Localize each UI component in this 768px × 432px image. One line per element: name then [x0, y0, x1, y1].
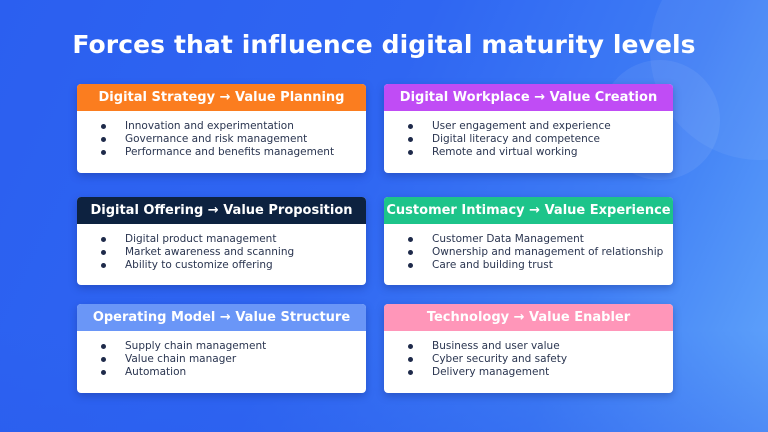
- card-body: Supply chain management Value chain mana…: [77, 331, 366, 379]
- bullet-icon: [408, 370, 413, 375]
- bullet-icon: [101, 150, 106, 155]
- list-item: Automation: [77, 366, 366, 379]
- list-item: Digital product management: [77, 233, 366, 246]
- bullet-icon: [101, 250, 106, 255]
- list-item: Customer Data Management: [384, 233, 673, 246]
- list-item: Governance and risk management: [77, 133, 366, 146]
- page-title: Forces that influence digital maturity l…: [72, 30, 696, 59]
- bullet-icon: [101, 370, 106, 375]
- list-item: Business and user value: [384, 340, 673, 353]
- card-header: Digital Strategy → Value Planning: [77, 84, 366, 111]
- bullet-icon: [101, 124, 106, 129]
- list-item: Performance and benefits management: [77, 146, 366, 159]
- bullet-list: Business and user value Cyber security a…: [384, 340, 673, 379]
- card-digital-strategy: Digital Strategy → Value Planning Innova…: [77, 84, 366, 173]
- list-item: Ability to customize offering: [77, 259, 366, 272]
- bullet-icon: [408, 124, 413, 129]
- card-customer-intimacy: Customer Intimacy → Value Experience Cus…: [384, 197, 673, 285]
- bullet-list: Digital product management Market awaren…: [77, 233, 366, 272]
- card-header: Customer Intimacy → Value Experience: [384, 197, 673, 224]
- card-header: Digital Workplace → Value Creation: [384, 84, 673, 111]
- bullet-list: Innovation and experimentation Governanc…: [77, 120, 366, 159]
- list-item: Value chain manager: [77, 353, 366, 366]
- list-item: Innovation and experimentation: [77, 120, 366, 133]
- list-item: Market awareness and scanning: [77, 246, 366, 259]
- card-header: Technology → Value Enabler: [384, 304, 673, 331]
- bullet-icon: [101, 263, 106, 268]
- bullet-icon: [408, 263, 413, 268]
- card-body: User engagement and experience Digital l…: [384, 111, 673, 159]
- bullet-list: Supply chain management Value chain mana…: [77, 340, 366, 379]
- list-item: Digital literacy and competence: [384, 133, 673, 146]
- bullet-icon: [408, 237, 413, 242]
- card-body: Digital product management Market awaren…: [77, 224, 366, 272]
- list-item: Ownership and management of relationship: [384, 246, 673, 259]
- bullet-icon: [408, 344, 413, 349]
- bullet-icon: [408, 137, 413, 142]
- card-digital-offering: Digital Offering → Value Proposition Dig…: [77, 197, 366, 285]
- list-item: Delivery management: [384, 366, 673, 379]
- list-item: Remote and virtual working: [384, 146, 673, 159]
- card-digital-workplace: Digital Workplace → Value Creation User …: [384, 84, 673, 173]
- card-body: Customer Data Management Ownership and m…: [384, 224, 673, 272]
- bullet-icon: [101, 137, 106, 142]
- bullet-icon: [101, 237, 106, 242]
- list-item: User engagement and experience: [384, 120, 673, 133]
- list-item: Supply chain management: [77, 340, 366, 353]
- list-item: Cyber security and safety: [384, 353, 673, 366]
- card-body: Business and user value Cyber security a…: [384, 331, 673, 379]
- bullet-list: Customer Data Management Ownership and m…: [384, 233, 673, 272]
- card-header: Digital Offering → Value Proposition: [77, 197, 366, 224]
- list-item: Care and building trust: [384, 259, 673, 272]
- bullet-icon: [408, 150, 413, 155]
- bullet-icon: [101, 344, 106, 349]
- card-header: Operating Model → Value Structure: [77, 304, 366, 331]
- card-technology: Technology → Value Enabler Business and …: [384, 304, 673, 393]
- bullet-list: User engagement and experience Digital l…: [384, 120, 673, 159]
- bullet-icon: [408, 250, 413, 255]
- bullet-icon: [101, 357, 106, 362]
- card-operating-model: Operating Model → Value Structure Supply…: [77, 304, 366, 393]
- card-body: Innovation and experimentation Governanc…: [77, 111, 366, 159]
- bullet-icon: [408, 357, 413, 362]
